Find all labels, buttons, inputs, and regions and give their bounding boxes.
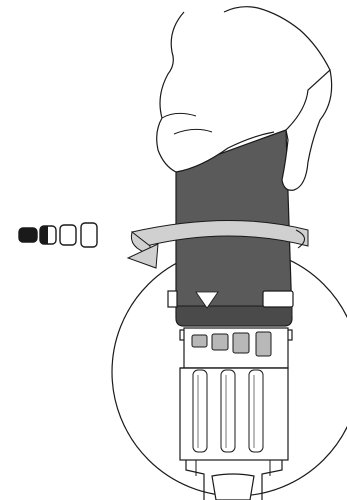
level-indicator — [19, 223, 97, 247]
level-icon-3 — [60, 225, 76, 245]
window-2 — [212, 334, 228, 350]
window-1 — [192, 335, 207, 347]
level-icon-4 — [81, 223, 97, 247]
level-icon-1 — [19, 228, 37, 242]
stem — [212, 474, 254, 500]
window-3 — [233, 333, 249, 353]
side-tab-left — [168, 291, 177, 307]
cage-slots — [193, 370, 263, 452]
window-4 — [256, 332, 271, 356]
side-tab-right — [263, 291, 293, 307]
